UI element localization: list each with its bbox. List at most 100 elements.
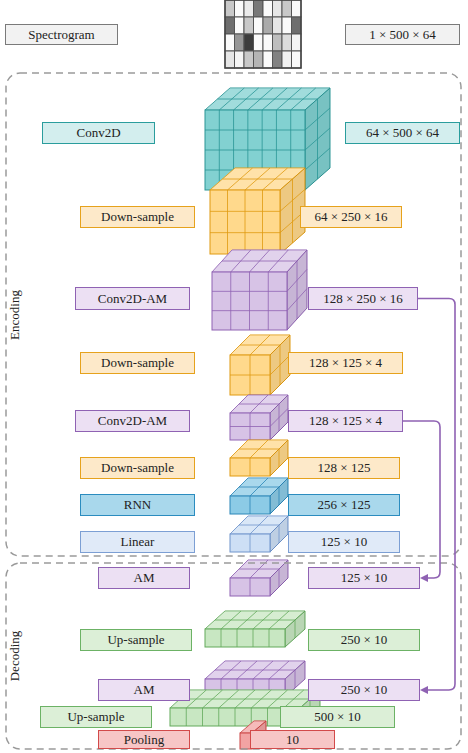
layer-box: Conv2D [42,122,155,144]
block-front [210,190,280,254]
layer-box: 128 × 125 [288,457,400,479]
block-grid [215,620,295,621]
block-side [270,395,288,440]
block-front [230,355,270,395]
block-grid [280,345,281,385]
layer-box: 128 × 125 × 4 [288,352,403,374]
block-side [270,478,288,514]
box-label: 250 × 10 [341,632,387,648]
block-grid [230,272,231,330]
box-label: Conv2D-AM [98,291,167,307]
block-side-shade [287,250,307,330]
box-label: 128 × 125 × 4 [309,413,382,429]
spectrogram-cell [244,0,254,17]
box-label: Pooling [124,732,164,748]
block-front [230,413,270,440]
layer-box: 250 × 10 [308,679,420,701]
block-grid [279,569,280,587]
spectrogram-cell [225,0,235,17]
block-grid [230,426,270,427]
skip-connection [403,421,440,582]
layer-box: Conv2D-AM [75,287,190,310]
layer-box: 256 × 125 [288,494,400,516]
box-label: Down-sample [101,460,174,476]
spectrogram-cell [273,51,283,68]
section-band: EncodingConv2D64 × 500 × 64Down-sample64… [5,72,462,557]
box-label: AM [134,682,155,698]
box-label: Conv2D [76,125,120,141]
box-label: 250 × 10 [341,682,387,698]
band-border [6,73,461,556]
block-side-shade [270,440,288,476]
block-grid [237,629,238,647]
spectrogram-cell [225,51,235,68]
layer-box: Down-sample [80,352,195,374]
block-front [230,458,270,476]
block-grid [250,496,251,514]
block-side-shade [270,395,288,440]
spectrogram-cell [235,17,245,34]
band-outline [5,72,462,557]
spectrogram-cell [225,17,235,34]
block-grid [250,578,251,596]
box-label: 64 × 500 × 64 [366,125,439,141]
box-label: 125 × 10 [321,534,367,550]
block-grid [317,99,318,179]
block-grid [240,345,280,346]
arrow-head [420,686,428,694]
block-grid [239,487,279,488]
block-side [285,611,305,647]
layer-box: 500 × 10 [280,706,395,728]
block-grid [239,404,279,405]
layer-box: 125 × 10 [308,567,420,589]
spectrogram-cell [292,51,302,68]
spectrogram-cell [263,51,273,68]
block-grid [245,190,246,254]
connector-line [418,299,455,691]
block-grid [218,99,318,100]
block-grid [295,620,296,638]
layer-box: AM [98,567,190,589]
block-side-shade [285,611,305,647]
layer-box: Up-sample [40,706,152,728]
spectrogram-cell [282,17,292,34]
layer-box: 64 × 250 × 16 [300,206,402,228]
block-grid [239,569,279,570]
block-grid [292,179,293,243]
layer-box: Up-sample [80,629,192,651]
layer-box: Down-sample [80,457,195,479]
block-front [205,629,285,647]
block-grid [205,130,305,131]
box-label: 1 × 500 × 64 [369,27,436,43]
block-grid [230,375,270,376]
block-side-shade [270,478,288,514]
block-grid [253,629,254,647]
block-grid [235,708,236,726]
block-grid [221,629,222,647]
block-front [230,534,270,552]
arrow-head [420,574,428,582]
block-grid [269,629,270,647]
block-grid [227,190,228,254]
box-label: RNN [124,497,151,513]
spectrogram-cell [254,51,264,68]
spectrogram-cell [263,17,273,34]
layer-box: RNN [80,494,195,516]
block-grid [250,458,251,476]
spectrogram-cell [292,0,302,17]
spectrogram-cell [282,51,292,68]
spectrogram-cell [235,34,245,51]
block-front [230,496,270,514]
block-grid [279,404,280,431]
block-grid [279,449,280,467]
section-band: DecodingAM125 × 10Up-sample250 × 10AM250… [5,562,462,750]
block-grid [218,708,219,726]
layer-box: 1 × 500 × 64 [345,24,460,45]
block-grid [295,670,296,688]
spectrogram-cell [273,0,283,17]
block-side-shade [270,335,290,395]
layer-box: Pooling [98,730,190,749]
spectrogram-cell [244,17,254,34]
box-label: 128 × 250 × 16 [323,291,403,307]
